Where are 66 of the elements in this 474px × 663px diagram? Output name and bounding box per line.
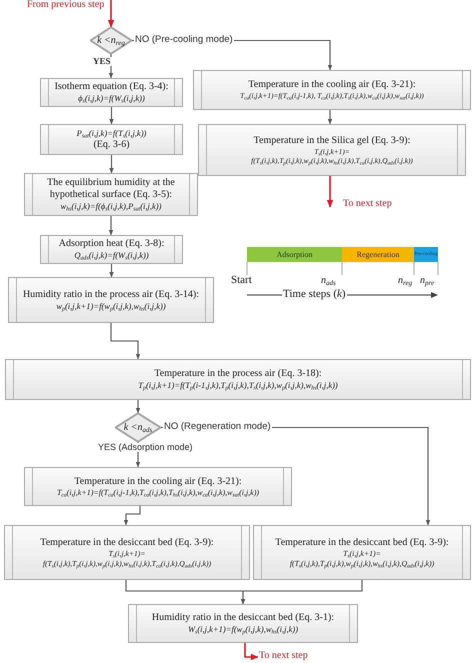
box-heading: Humidity ratio in the desiccant bed (Eq. 3-1): [152,612,334,624]
connector-arrow [108,54,114,79]
box-heading: Adsorption heat (Eq. 3-8): [58,238,164,250]
decision-diamond [90,27,132,54]
connector-arrow [136,400,140,414]
tick-label: n$_{reg}$ [397,276,414,286]
box-heading: Temperature in the desiccant bed (Eq. 3-9): [40,537,214,550]
phase-bar [414,247,438,262]
connector-arrow [108,216,114,236]
process-box [24,467,292,506]
connector-arrow [124,506,141,526]
decision-diamond [115,413,161,442]
box-heading: Temperature in the desiccant bed (Eq. 3-9): [275,536,449,549]
connector-arrow [110,323,140,360]
formula-text: W$_{s}$(i,j,k+1)=f(w$_{p}$(i,j,k),w$_{hs}$(i,j,k)) [188,624,298,635]
formula-text: ϕ$_{s}$(i,j,k)=f(W$_{s}$(i,j,k)) [78,93,145,104]
box-heading: Isotherm equation (Eq. 3-4): [54,81,168,94]
connector-arrow [326,176,334,208]
box-heading: Temperature in the cooling air (Eq. 3-21): [74,476,242,488]
process-box [198,124,466,176]
connector-arrow [109,264,114,278]
edge-label: YES [92,57,112,66]
formula-text: w$_{hs}$(i,j,k)=f(ϕ$_{s}$(i,j,k),P$_{sat}$(i,j,k)) [60,201,162,212]
condition-text: k <n$_{reg}$ [97,35,125,46]
formula-text: T$_{ca}$(i,j,k+1)=f(T$_{ca}$(i,j-1,k),T$_{ca}$(i,j,k),T$_{hs}$(i,j,k),w$_{ca}$(i,j,k),w$_{sat}$(i,j,k)) [56,488,260,498]
edge-label: NO (Regeneration mode) [163,422,272,432]
formula-text: P$_{sat}$(i,j,k)=f(T$_{s}$(i,j,k)) [76,128,146,139]
connector-arrow [240,580,363,605]
process-box [128,604,358,643]
formula-text: w$_{p}$(i,j,k+1)=f(w$_{p}$(i,j,k),w$_{hs}$(i,j,k)) [56,300,166,312]
connector-arrow [328,110,332,125]
phase-label: Adsorption [276,250,312,258]
formula-text: Q$_{ads}$(i,j,k)=f(W$_{s}$(i,j,k)) [74,250,149,261]
formula-text: T$_{p}$(i,j,k+1)=f(T$_{p}$(i-1,j,k),T$_{p}$(i,j,k),T$_{s}$(i,j,k),w$_{p}$(i,j,k),w$_{hs}$(i,j,k)) [138,380,338,391]
axis-start-label: Start [230,275,253,286]
process-box [24,173,198,216]
box-heading: The equilibrium humidity at the hypothetical surface (Eq. 3-5): [46,177,176,202]
process-box [40,235,183,264]
phase-label: Regeneration [356,250,400,258]
connector-arrow [109,155,114,174]
connector-arrow [108,0,114,28]
step-note: To next step [258,651,309,661]
edge-label: NO (Pre-cooling mode) [134,35,234,44]
phase-bar [342,247,414,262]
connector-arrow [109,107,114,125]
process-box [5,359,471,400]
process-box [4,525,250,580]
process-box [253,525,471,580]
edge-label: YES (Adsorption mode) [97,443,194,452]
box-heading: (Eq. 3-6) [93,138,130,151]
process-box [8,277,214,323]
condition-text: k <n$_{ads}$ [124,422,152,433]
process-box [40,124,183,155]
step-note: To next step [342,199,393,209]
process-box [40,78,183,107]
step-note: From previous step [26,0,106,10]
box-heading: Temperature in the Silica gel (Eq. 3-9): [254,134,410,147]
box-heading: Temperature in the process air (Eq. 3-18): [154,368,322,380]
tick-label: n$_{pre}$ [419,276,436,286]
box-heading: Humidity ratio in the process air (Eq. 3-14): [22,288,200,301]
process-box [193,70,471,110]
axis-title: Time steps (k) [282,289,347,300]
box-heading: Temperature in the cooling air (Eq. 3-21): [248,79,416,92]
connector-arrow [244,643,259,660]
phase-bar [247,247,342,262]
tick-label: n$_{ads}$ [320,276,337,286]
